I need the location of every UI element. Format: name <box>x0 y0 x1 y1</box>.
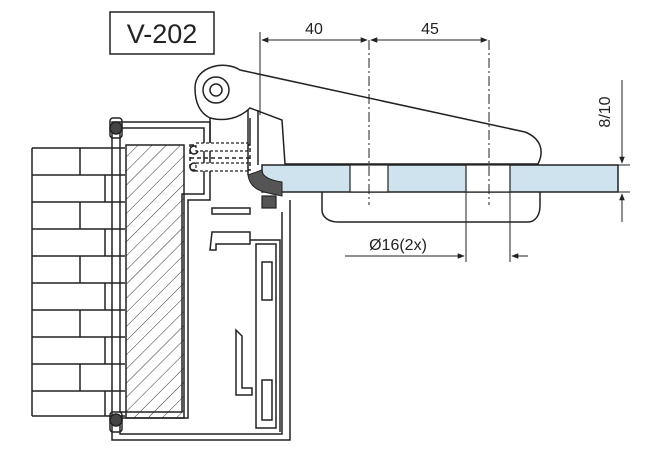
dimension-hole-diameter: Ø16(2x) <box>369 237 427 254</box>
dimension-glass-thickness: 8/10 <box>597 96 614 127</box>
thickness-dimension-lines <box>604 80 630 222</box>
hole-dimension-lines <box>345 192 528 262</box>
model-label: V-202 <box>127 19 198 49</box>
model-label-box: V-202 <box>109 11 215 55</box>
brick-wall <box>31 147 125 417</box>
glass-pane <box>247 164 619 197</box>
wall-frame-section <box>125 144 185 419</box>
dimension-top-right: 45 <box>421 21 439 38</box>
center-lines <box>368 40 490 205</box>
top-dimension-lines <box>259 32 488 115</box>
dimension-top-left: 40 <box>305 21 323 38</box>
clamp-plate <box>247 110 541 223</box>
top-seal <box>109 121 123 135</box>
bottom-seal <box>109 413 123 427</box>
hinge-body <box>189 64 542 172</box>
